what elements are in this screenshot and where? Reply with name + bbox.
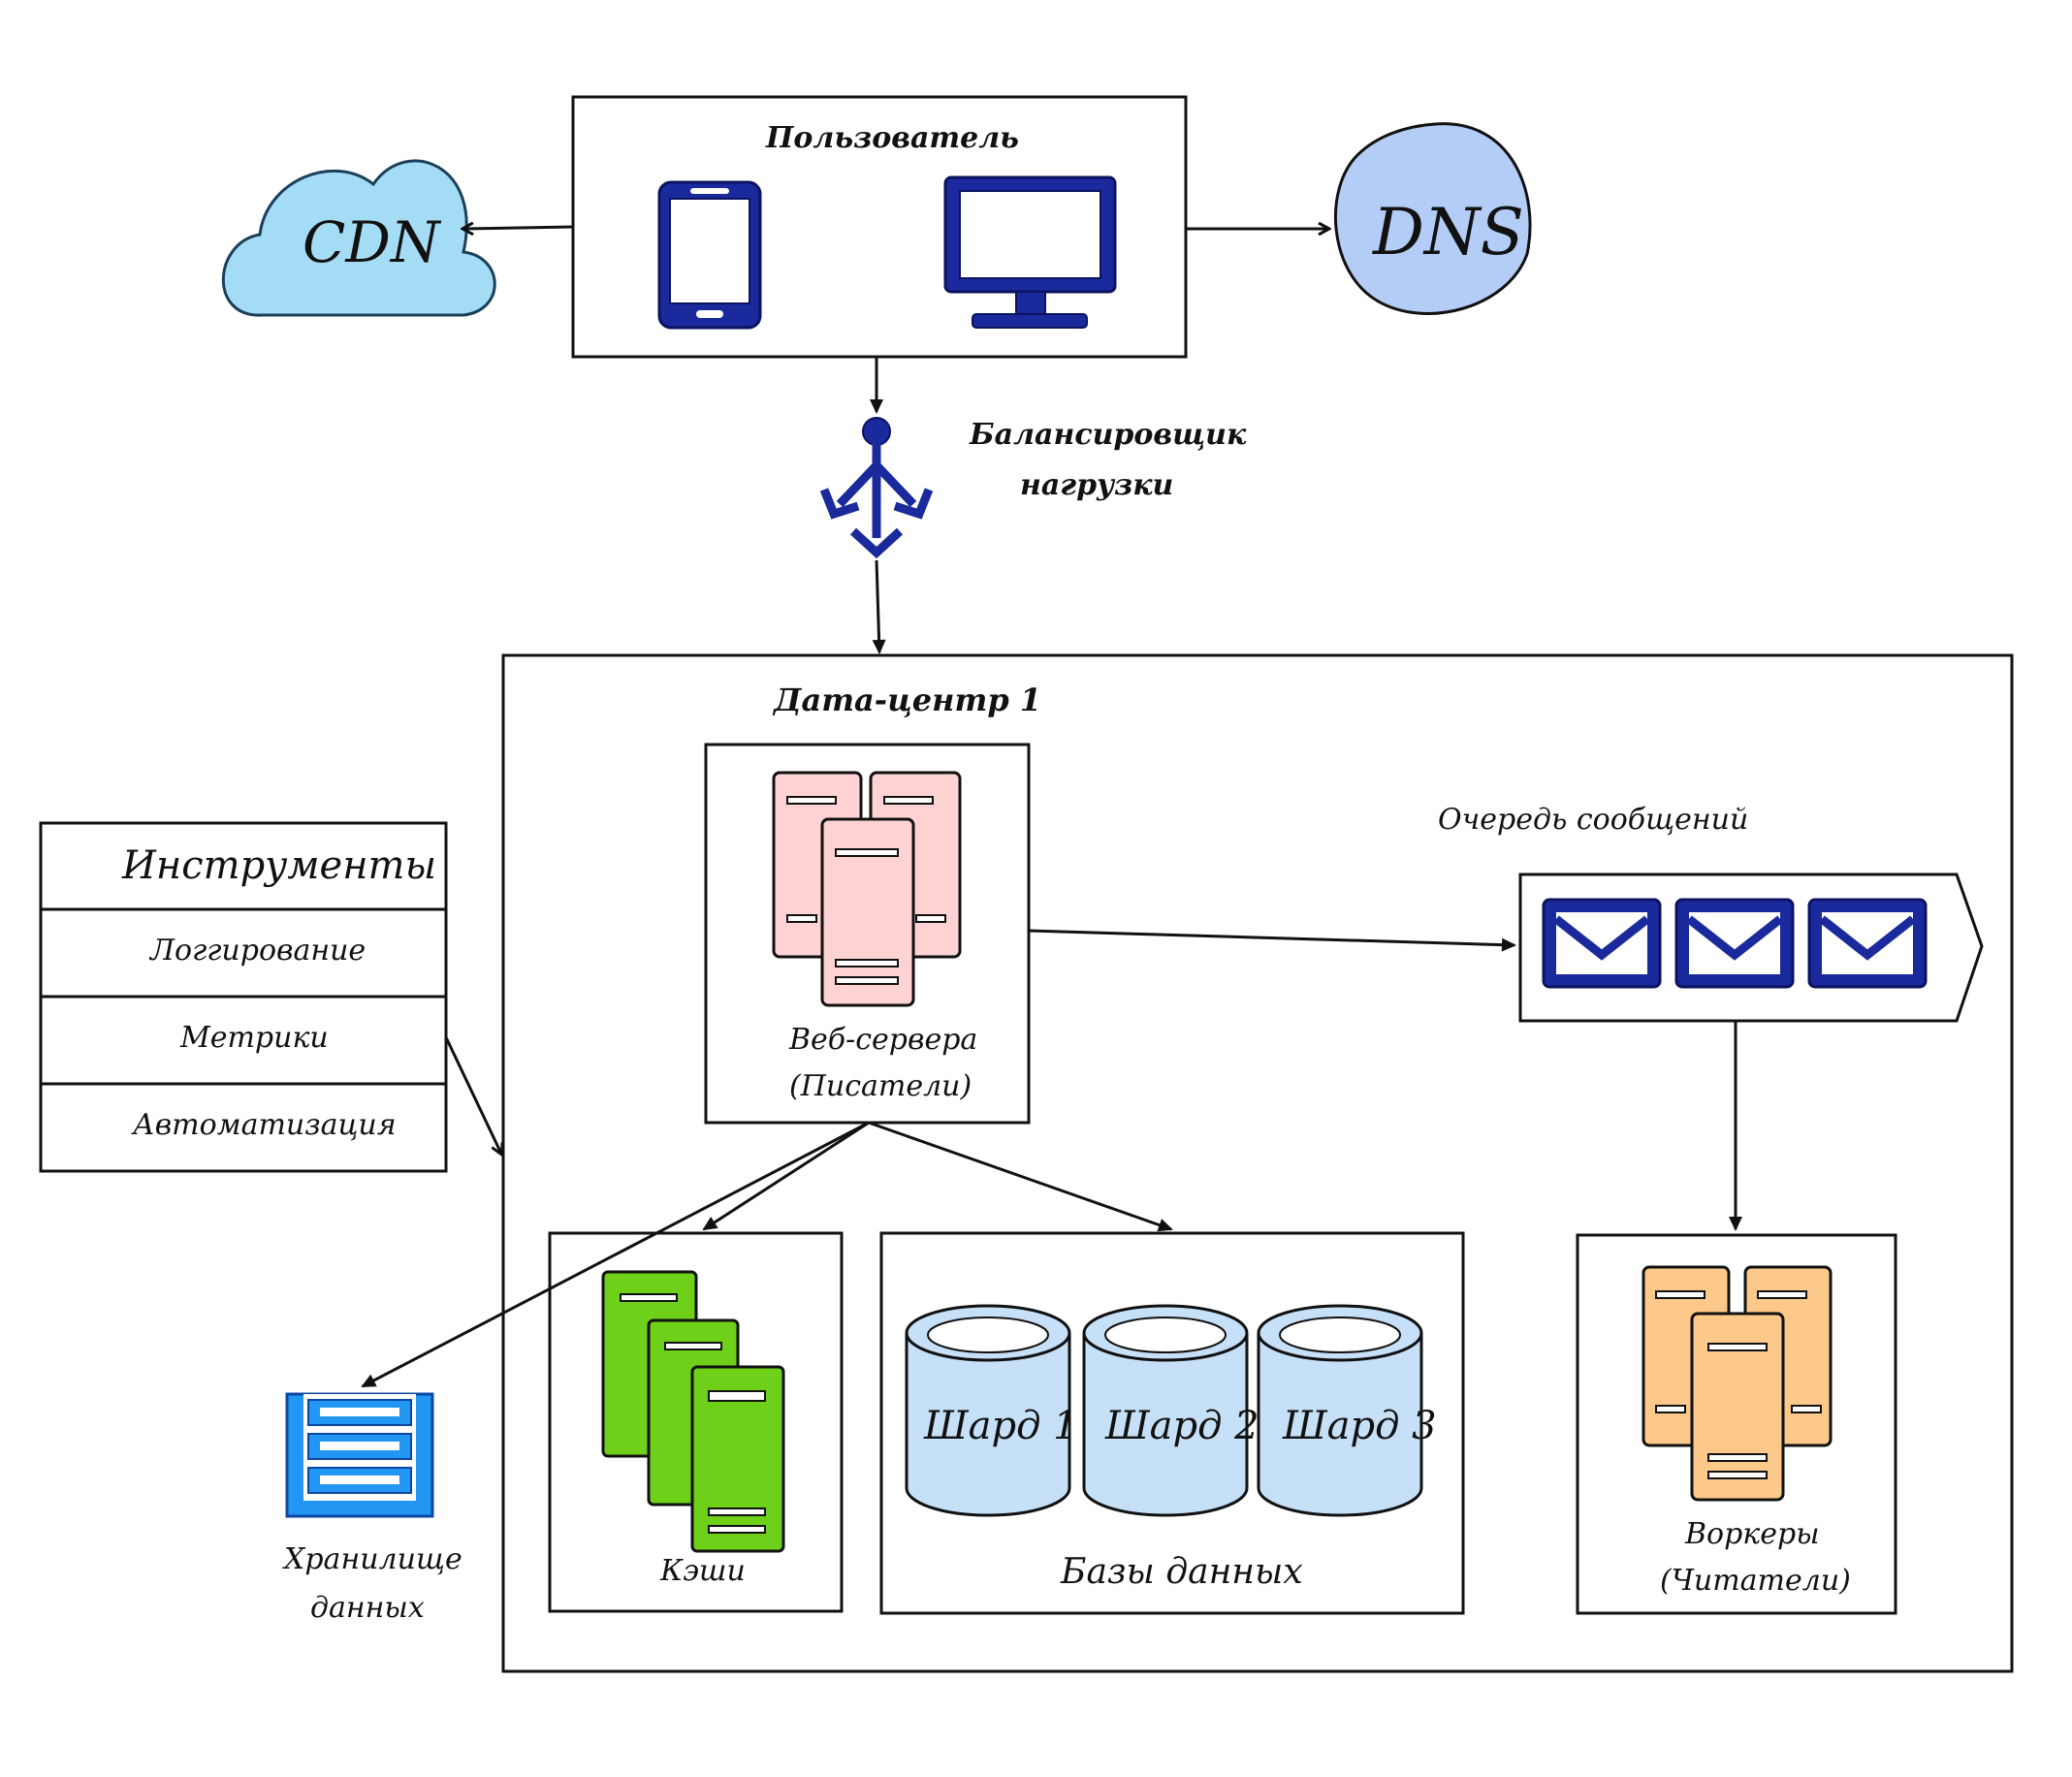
tools-item-metrics: Метрики xyxy=(179,1021,329,1055)
caches-label: Кэши xyxy=(659,1554,746,1588)
web-servers-label-line2: (Писатели) xyxy=(789,1069,972,1103)
message-queue-label: Очередь сообщений xyxy=(1438,803,1748,837)
phone-icon xyxy=(657,180,762,330)
storage-label-line2: данных xyxy=(310,1591,425,1625)
arrow-web-to-storage xyxy=(361,1121,870,1388)
server-icon xyxy=(772,771,962,1007)
shard-2: Шард 2 xyxy=(1082,1304,1259,1517)
user-box: Пользователь xyxy=(571,95,1188,359)
shard-3: Шард 3 xyxy=(1257,1304,1437,1517)
user-title: Пользователь xyxy=(765,121,1019,155)
cdn-label: CDN xyxy=(303,209,442,275)
workers-label-line2: (Читатели) xyxy=(1660,1564,1851,1598)
arrow-user-to-cdn xyxy=(463,227,574,229)
shard-3-label: Шард 3 xyxy=(1282,1404,1437,1448)
datacenter-title: Дата-центр 1 xyxy=(772,682,1041,718)
tools-item-automation: Автоматизация xyxy=(131,1108,397,1142)
cache-server-icon xyxy=(601,1270,785,1553)
storage-label-line1: Хранилище xyxy=(282,1542,462,1576)
dns-label: DNS xyxy=(1372,195,1524,270)
arrow-tools-to-datacenter xyxy=(444,1036,501,1154)
web-servers-box: Веб-сервера (Писатели) xyxy=(704,743,1031,1125)
worker-server-icon xyxy=(1642,1265,1833,1502)
arrow-balancer-to-datacenter xyxy=(872,559,886,654)
workers-label-line1: Воркеры xyxy=(1684,1517,1820,1551)
dns-node: DNS xyxy=(1333,122,1532,315)
caches-box: Кэши xyxy=(548,1231,844,1613)
arrow-web-to-caches xyxy=(702,1121,870,1231)
message-queue-box xyxy=(1518,873,1984,1023)
web-servers-label-line1: Веб-сервера xyxy=(788,1023,977,1057)
balancer-label-line2: нагрузки xyxy=(1020,468,1173,502)
shard-1: Шард 1 xyxy=(905,1304,1078,1517)
load-balancer-icon xyxy=(819,417,934,559)
tools-title: Инструменты xyxy=(121,843,436,888)
arrow-web-to-queue xyxy=(1028,929,1516,952)
shard-1-label: Шард 1 xyxy=(923,1404,1078,1448)
workers-box: Воркеры (Читатели) xyxy=(1576,1233,1897,1615)
balancer-label-line1: Балансировщик xyxy=(969,418,1247,452)
databases-label: Базы данных xyxy=(1060,1552,1303,1592)
databases-box: Шард 1 Шард 2 Шард 3 Базы данных xyxy=(879,1231,1465,1615)
arrow-web-to-databases xyxy=(868,1121,1173,1232)
envelope-icon xyxy=(1674,898,1795,989)
tools-panel: Инструменты Логгирование Метрики Автомат… xyxy=(39,821,448,1173)
tools-item-logging: Логгирование xyxy=(148,934,366,968)
envelope-icon xyxy=(1807,898,1928,989)
storage-icon xyxy=(285,1392,434,1518)
cdn-cloud: CDN xyxy=(221,159,496,317)
envelope-icon xyxy=(1542,898,1662,989)
shard-2-label: Шард 2 xyxy=(1104,1404,1259,1448)
monitor-icon xyxy=(943,175,1117,329)
